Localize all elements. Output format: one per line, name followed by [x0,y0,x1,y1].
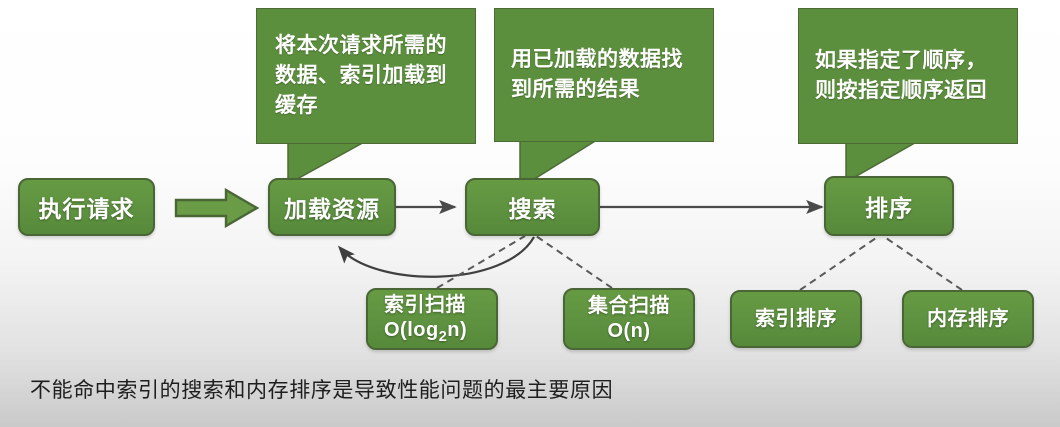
node-sort[interactable]: 排序 [824,176,954,236]
arrow-search-back-to-load [337,236,535,278]
dash-memory-sort-to-sort [885,237,963,291]
callout-sort-text: 如果指定了顺序， 则按指定顺序返回 [815,49,987,102]
callout-load: 将本次请求所需的 数据、索引加载到 缓存 [256,8,476,144]
leaf-index-sort[interactable]: 索引排序 [730,290,862,348]
leaf-index-sort-label: 索引排序 [755,307,837,330]
callout-search-text: 用已加载的数据找 到所需的结果 [511,48,683,101]
leaf-index-scan-subscript: 2 [438,328,448,345]
node-search[interactable]: 搜索 [465,178,600,236]
node-load-label: 加载资源 [284,196,380,222]
node-search-label: 搜索 [508,196,557,222]
callout-sort-tail [845,140,922,184]
leaf-memory-sort-label: 内存排序 [927,307,1009,330]
summary-caption: 不能命中索引的搜索和内存排序是导致性能问题的最主要原因 [30,379,614,402]
dash-index-scan-to-search [436,235,526,289]
callout-load-tail [287,140,369,186]
dash-collection-scan-to-search [535,235,613,289]
callout-sort: 如果指定了顺序， 则按指定顺序返回 [798,8,1018,144]
callout-search-tail [519,138,602,190]
callout-search: 用已加载的数据找 到所需的结果 [494,8,714,142]
leaf-index-scan-line2: O(log2n) [384,318,468,345]
leaf-index-scan-line1: 索引扫描 [384,293,466,316]
node-execute[interactable]: 执行请求 [18,178,155,236]
leaf-memory-sort[interactable]: 内存排序 [902,290,1034,348]
callout-load-text: 将本次请求所需的 数据、索引加载到 缓存 [275,34,447,117]
arrow-execute-to-load [174,188,260,228]
node-load[interactable]: 加载资源 [268,178,396,236]
node-execute-label: 执行请求 [38,196,135,222]
node-sort-label: 排序 [865,195,913,221]
dash-index-sort-to-sort [799,237,877,291]
